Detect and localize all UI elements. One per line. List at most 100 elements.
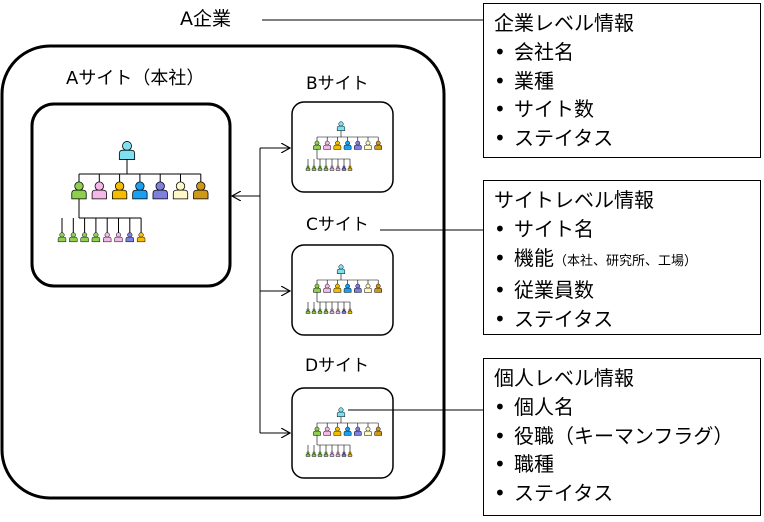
person-icon: [343, 426, 352, 436]
site-info-label: ステイタス: [514, 306, 614, 331]
person-icon: [91, 232, 101, 243]
person-icon: [374, 140, 383, 150]
person-icon: [341, 451, 347, 457]
person-icon: [323, 165, 329, 171]
person-info-item: •ステイタス: [494, 479, 760, 508]
person-info-label: 役職（キーマンフラグ）: [514, 423, 734, 448]
person-icon: [323, 451, 329, 457]
site-a-org-chart: [57, 141, 209, 243]
person-icon: [343, 283, 352, 293]
bullet-icon: •: [494, 306, 506, 331]
site-info-label: 機能: [514, 245, 554, 270]
bullet-icon: •: [494, 97, 506, 121]
person-icon: [347, 165, 353, 171]
person-icon: [71, 181, 87, 200]
person-icon: [364, 283, 372, 293]
person-icon: [132, 181, 148, 200]
person-icon: [341, 165, 347, 171]
person-icon: [323, 283, 332, 293]
site-info-item: • 機能（本社、研究所、工場）: [494, 244, 760, 277]
bullet-icon: •: [494, 452, 506, 476]
company-info-label: 会社名: [514, 40, 574, 64]
person-info-title: 個人レベル情報: [494, 366, 634, 390]
person-icon: [323, 426, 332, 436]
bullet-icon: •: [494, 395, 506, 419]
person-icon: [114, 232, 123, 243]
company-info-item: • ステイタス: [494, 124, 760, 153]
company-info-box: 企業レベル情報 •会社名 •業種 •サイト数 •ステイタス: [483, 3, 761, 158]
person-icon: [329, 308, 335, 314]
person-icon: [329, 451, 335, 457]
person-icon: [374, 283, 383, 293]
person-icon: [329, 165, 335, 171]
person-icon: [305, 308, 311, 314]
person-info-label: 職種: [514, 452, 554, 476]
person-icon: [353, 140, 362, 150]
function-note: （本社、研究所、工場）: [554, 253, 698, 269]
site-b-title: Bサイト: [306, 74, 369, 94]
person-info-box: 個人レベル情報 • 個人名 •役職（キーマンフラグ） • 職種 •ステイタス: [483, 358, 761, 516]
person-icon: [152, 181, 168, 200]
company-frame: [0, 44, 446, 500]
person-icon: [313, 140, 321, 150]
person-icon: [313, 426, 321, 436]
person-icon: [313, 283, 321, 293]
person-icon: [172, 181, 189, 200]
site-d-org-chart: [305, 407, 383, 457]
person-icon: [364, 426, 372, 436]
bullet-icon: •: [494, 40, 506, 64]
person-icon: [125, 232, 134, 243]
person-icon: [364, 140, 372, 150]
person-icon: [80, 232, 89, 243]
site-info-list: • サイト名 • 機能（本社、研究所、工場） • 従業員数 • ステイタス: [494, 215, 760, 333]
person-icon: [333, 283, 342, 293]
person-icon: [335, 308, 341, 314]
site-info-label: 従業員数: [514, 278, 594, 302]
person-icon: [353, 426, 362, 436]
company-info-item: • 会社名: [494, 38, 760, 67]
site-c-title: Cサイト: [306, 215, 369, 235]
bullet-icon: •: [494, 245, 506, 270]
bullet-icon: •: [494, 217, 506, 241]
bullet-icon: •: [494, 125, 506, 150]
person-icon: [347, 308, 353, 314]
person-icon: [341, 308, 347, 314]
person-info-label: 個人名: [514, 395, 574, 419]
person-icon: [323, 140, 332, 150]
site-info-item: • 従業員数: [494, 276, 760, 305]
person-icon: [374, 426, 383, 436]
site-a-title: Aサイト（本社）: [66, 68, 205, 89]
person-icon: [118, 141, 136, 160]
person-info-item: • 個人名: [494, 393, 760, 422]
site-b-org-chart: [305, 121, 383, 171]
person-icon: [336, 121, 346, 131]
person-icon: [311, 308, 317, 314]
person-icon: [333, 140, 342, 150]
site-info-label: サイト名: [514, 217, 594, 241]
company-info-list: • 会社名 • 業種 •サイト数 • ステイタス: [494, 38, 760, 152]
site-c-org-chart: [305, 264, 383, 314]
person-icon: [69, 232, 78, 243]
person-icon: [335, 165, 341, 171]
person-icon: [136, 232, 146, 243]
person-icon: [311, 165, 317, 171]
person-info-item: •役職（キーマンフラグ）: [494, 422, 760, 451]
person-icon: [57, 232, 67, 243]
person-icon: [111, 181, 128, 200]
company-info-label: ステイタス: [514, 125, 614, 150]
site-info-item: • サイト名: [494, 215, 760, 244]
person-icon: [336, 407, 346, 417]
person-info-list: • 個人名 •役職（キーマンフラグ） • 職種 •ステイタス: [494, 393, 760, 507]
bullet-icon: •: [494, 278, 506, 302]
company-info-label: 業種: [514, 68, 554, 93]
person-icon: [305, 451, 311, 457]
bullet-icon: •: [494, 68, 506, 93]
person-icon: [333, 426, 342, 436]
person-icon: [193, 181, 209, 200]
person-icon: [317, 451, 323, 457]
person-icon: [323, 308, 329, 314]
person-icon: [343, 140, 352, 150]
company-info-item: •サイト数: [494, 95, 760, 124]
person-icon: [353, 283, 362, 293]
